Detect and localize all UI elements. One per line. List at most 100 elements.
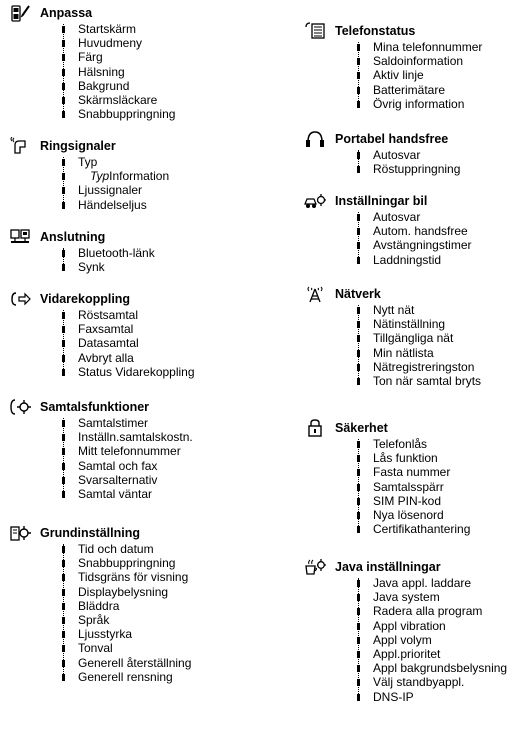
menu-item[interactable]: Telefonlås [295, 437, 525, 451]
menu-item[interactable]: Batterimätare [295, 83, 525, 97]
menu-item[interactable]: Händelseljus [0, 198, 262, 212]
menu-section-ringsignaler: Ringsignaler Typ TypInformation Ljussign… [0, 137, 262, 212]
menu-item[interactable]: Inställn.samtalskostn. [0, 430, 262, 444]
menu-item-list: Autosvar Autom. handsfree Avstängningsti… [295, 210, 525, 267]
connection-icon [8, 228, 32, 246]
menu-item[interactable]: Samtalstimer [0, 416, 262, 430]
menu-item[interactable]: Lås funktion [295, 451, 525, 465]
phone-status-icon [303, 22, 327, 40]
menu-item[interactable]: Datasamtal [0, 336, 262, 350]
menu-item[interactable]: Laddningstid [295, 253, 525, 267]
menu-section-vidarekoppling: Vidarekoppling Röstsamtal Faxsamtal Data… [0, 290, 262, 379]
menu-item[interactable]: Välj standbyappl. [295, 675, 525, 689]
menu-item[interactable]: Appl bakgrundsbelysning [295, 661, 525, 675]
menu-item[interactable]: Mina telefonnummer [295, 40, 525, 54]
menu-item[interactable]: Röstsamtal [0, 308, 262, 322]
menu-item[interactable]: Ljusstyrka [0, 627, 262, 641]
menu-item-list: Java appl. laddare Java system Radera al… [295, 576, 525, 704]
ringtone-icon [8, 137, 32, 155]
menu-item[interactable]: Avstängningstimer [295, 238, 525, 252]
section-header: Vidarekoppling [0, 290, 262, 308]
menu-item[interactable]: Fasta nummer [295, 465, 525, 479]
menu-item[interactable]: Ljussignaler [0, 183, 262, 197]
menu-section-java: Java inställningar Java appl. laddare Ja… [295, 558, 525, 704]
menu-item[interactable]: Synk [0, 260, 262, 274]
menu-section-natverk: Nätverk Nytt nät Nätinställning Tillgäng… [295, 285, 525, 388]
menu-item-list: Startskärm Huvudmeny Färg Hälsning Bakgr… [0, 22, 262, 121]
section-title: Säkerhet [335, 421, 388, 435]
section-title: Vidarekoppling [40, 292, 131, 306]
menu-item[interactable]: Bläddra [0, 599, 262, 613]
menu-item[interactable]: Nya lösenord [295, 508, 525, 522]
menu-item[interactable]: Min nätlista [295, 346, 525, 360]
menu-item-list: Typ TypInformation Ljussignaler Händelse… [0, 155, 262, 212]
menu-item[interactable]: Ton när samtal bryts [295, 374, 525, 388]
section-title: Anpassa [40, 6, 93, 20]
menu-item[interactable]: Displaybelysning [0, 585, 262, 599]
menu-section-sakerhet: Säkerhet Telefonlås Lås funktion Fasta n… [295, 419, 525, 536]
menu-item[interactable]: Appl vibration [295, 619, 525, 633]
menu-item[interactable]: Huvudmeny [0, 36, 262, 50]
menu-item[interactable]: Appl volym [295, 633, 525, 647]
menu-item[interactable]: Skärmsläckare [0, 93, 262, 107]
menu-item[interactable]: Autom. handsfree [295, 224, 525, 238]
menu-item[interactable]: Övrig information [295, 97, 525, 111]
menu-item[interactable]: Certifikathantering [295, 522, 525, 536]
menu-item[interactable]: Faxsamtal [0, 322, 262, 336]
menu-item[interactable]: Autosvar [295, 210, 525, 224]
menu-item[interactable]: Java appl. laddare [295, 576, 525, 590]
menu-item[interactable]: Nätinställning [295, 317, 525, 331]
network-tower-icon [303, 285, 327, 303]
menu-item[interactable]: Generell rensning [0, 670, 262, 684]
section-title: Nätverk [335, 287, 381, 301]
menu-item[interactable]: Startskärm [0, 22, 262, 36]
menu-item[interactable]: Bakgrund [0, 79, 262, 93]
menu-item[interactable]: DNS-IP [295, 690, 525, 704]
menu-item[interactable]: Tillgängliga nät [295, 331, 525, 345]
menu-item[interactable]: Samtal och fax [0, 459, 262, 473]
item-tag: Typ [90, 169, 110, 184]
section-header: Samtalsfunktioner [0, 398, 262, 416]
menu-item[interactable]: Mitt telefonnummer [0, 444, 262, 458]
menu-item[interactable]: Java system [295, 590, 525, 604]
menu-item[interactable]: Status Vidarekoppling [0, 365, 262, 379]
menu-item[interactable]: Generell återställning [0, 656, 262, 670]
menu-item[interactable]: Typ [0, 155, 262, 169]
menu-item[interactable]: Snabbuppringning [0, 107, 262, 121]
menu-item[interactable]: Avbryt alla [0, 351, 262, 365]
menu-item[interactable]: Tonval [0, 641, 262, 655]
menu-item-list: Telefonlås Lås funktion Fasta nummer Sam… [295, 437, 525, 536]
section-title: Telefonstatus [335, 24, 416, 38]
section-header: Inställningar bil [295, 192, 525, 210]
menu-item[interactable]: Hälsning [0, 65, 262, 79]
menu-item-list: Tid och datum Snabbuppringning Tidsgräns… [0, 542, 262, 684]
menu-item[interactable]: Bluetooth-länk [0, 246, 262, 260]
menu-item[interactable]: Tid och datum [0, 542, 262, 556]
menu-item[interactable]: Appl.prioritet [295, 647, 525, 661]
menu-item[interactable]: Tidsgräns för visning [0, 570, 262, 584]
menu-item[interactable]: Färg [0, 50, 262, 64]
menu-section-anslutning: Anslutning Bluetooth-länk Synk [0, 228, 262, 274]
menu-item[interactable]: Svarsalternativ [0, 473, 262, 487]
menu-item[interactable]: Saldoinformation [295, 54, 525, 68]
menu-item[interactable]: Autosvar [295, 148, 525, 162]
menu-item[interactable]: Samtal väntar [0, 487, 262, 501]
menu-item[interactable]: Nätregistreringston [295, 360, 525, 374]
menu-item[interactable]: Snabbuppringning [0, 556, 262, 570]
menu-item[interactable]: SIM PIN-kod [295, 494, 525, 508]
menu-item-typ-information[interactable]: TypInformation [0, 169, 262, 183]
menu-item[interactable]: Samtalsspärr [295, 480, 525, 494]
menu-item[interactable]: Radera alla program [295, 604, 525, 618]
section-header: Grundinställning [0, 524, 262, 542]
section-header: Anpassa [0, 4, 262, 22]
menu-item[interactable]: Språk [0, 613, 262, 627]
phone-customize-icon [8, 4, 32, 22]
menu-item[interactable]: Nytt nät [295, 303, 525, 317]
menu-item[interactable]: Röstuppringning [295, 162, 525, 176]
menu-item[interactable]: Aktiv linje [295, 68, 525, 82]
java-settings-icon [303, 558, 327, 576]
menu-section-bil: Inställningar bil Autosvar Autom. handsf… [295, 192, 525, 267]
initial-setup-icon [8, 524, 32, 542]
section-title: Portabel handsfree [335, 132, 449, 146]
section-title: Java inställningar [335, 560, 441, 574]
